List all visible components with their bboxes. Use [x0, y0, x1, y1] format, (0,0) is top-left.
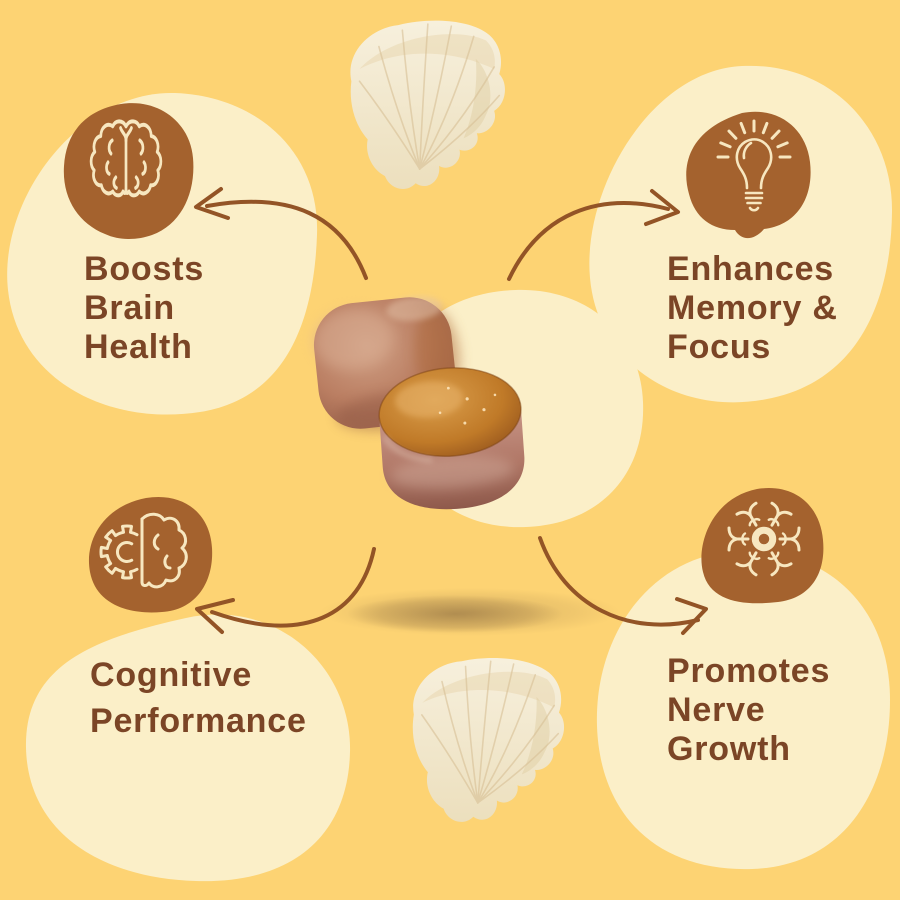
label-line: Memory &: [667, 289, 838, 327]
label-line: Cognitive: [90, 656, 253, 694]
label-line: Enhances: [667, 250, 835, 288]
label-line: Nerve: [667, 691, 766, 729]
label-line: Brain: [84, 289, 175, 327]
neuron-icon: [727, 501, 801, 577]
arrow-line: [538, 536, 700, 627]
gummy-front: [378, 367, 525, 510]
arrow-head: [644, 189, 680, 226]
benefit-label-brain-health: Boosts Brain Health: [84, 250, 204, 367]
label-line: Promotes: [667, 652, 831, 690]
arrow-to-top-right: [507, 189, 680, 281]
gummies-image: [313, 296, 525, 510]
label-line: Performance: [90, 702, 307, 740]
arrow-line: [507, 201, 670, 281]
cream-blob-bottom-right: [596, 550, 890, 870]
arrow-line: [205, 199, 368, 280]
arrow-to-bottom-left: [195, 547, 376, 634]
arrow-to-bottom-right: [538, 536, 708, 635]
icon-blob-gear-brain: [88, 496, 213, 613]
label-line: Health: [84, 328, 193, 366]
cream-blob-bottom-left: [25, 614, 351, 882]
benefit-icons: [89, 119, 801, 589]
gear-brain-icon: [99, 512, 188, 589]
lightbulb-icon: [716, 119, 792, 212]
benefit-label-nerve-growth: Promotes Nerve Growth: [667, 652, 830, 769]
label-line: Growth: [667, 730, 791, 768]
label-line: Boosts: [84, 250, 205, 288]
brain-icon: [89, 119, 163, 198]
icon-blob-lightbulb: [686, 111, 811, 239]
gummies-shadow: [320, 588, 620, 636]
label-line: Focus: [667, 328, 772, 366]
arrow-line: [210, 547, 376, 628]
arrow-head: [195, 598, 235, 634]
benefit-label-cognitive-performance: Cognitive Performance: [90, 652, 307, 744]
arrow-head: [675, 597, 708, 635]
benefit-label-memory-focus: Enhances Memory & Focus: [667, 250, 838, 367]
arrows: [194, 187, 708, 635]
arrow-to-top-left: [194, 187, 368, 280]
arrow-head: [194, 187, 230, 220]
cream-blobs: [7, 65, 893, 882]
